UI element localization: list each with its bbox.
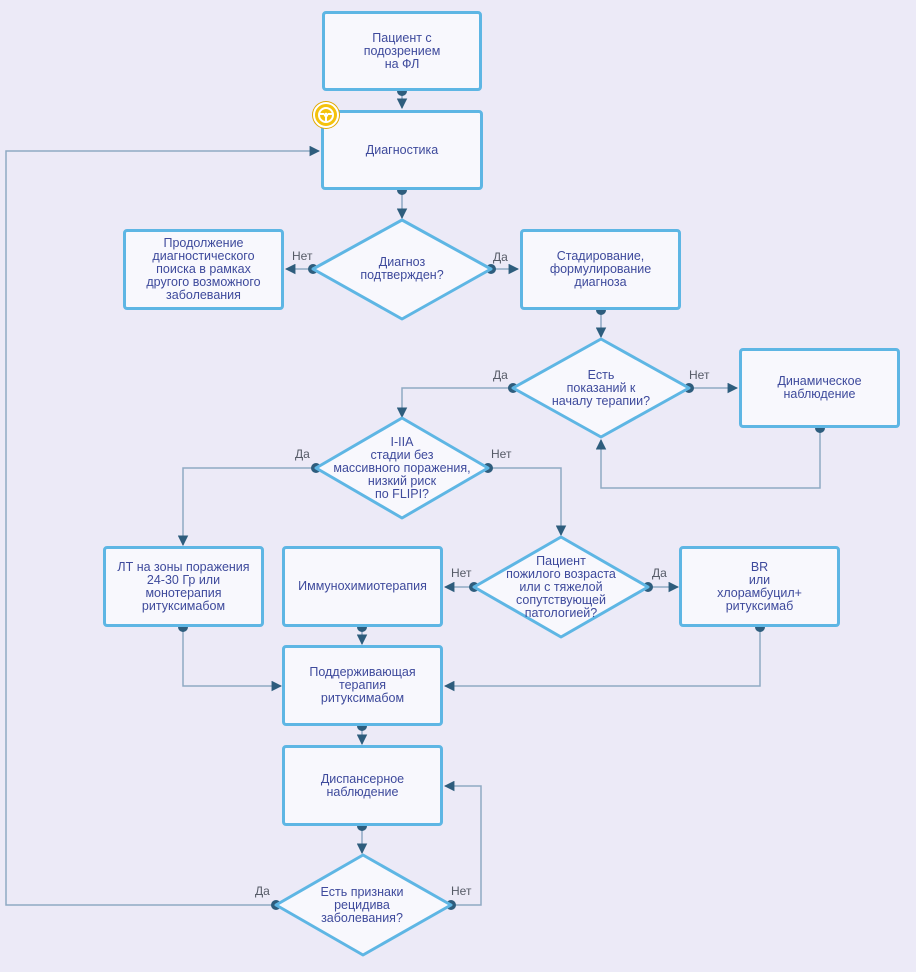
edge-label-diag-yes: Да	[493, 250, 508, 264]
decision-relapse-check	[274, 853, 453, 957]
node-start: Пациент с подозрением на ФЛ	[322, 11, 482, 91]
connector-therapy-yes	[396, 387, 513, 419]
connector-rt-maintenance	[182, 627, 283, 692]
decision-elderly-check-label: Пациент пожилого возраста или с тяжелой …	[506, 553, 616, 620]
connector-dynamic-loop	[595, 428, 821, 489]
connector-stage-yes	[177, 467, 316, 547]
edge-label-stage-no: Нет	[491, 447, 512, 461]
node-dynamic-observation: Динамическое наблюдение	[739, 348, 900, 428]
decision-stage-check	[314, 416, 490, 520]
edge-label-therapy-yes: Да	[493, 368, 508, 382]
decision-relapse-check-label: Есть признаки рецидива заболевания?	[320, 884, 404, 925]
connector-stage-no	[488, 467, 567, 537]
node-radiotherapy: ЛТ на зоны поражения 24-30 Гр или моноте…	[103, 546, 264, 627]
node-continue-search: Продолжение диагностического поиска в ра…	[123, 229, 284, 310]
node-br: BR или хлорамбуцил+ ритуксимаб	[679, 546, 840, 627]
decision-diag-confirmed-label: Диагноз подтвержден?	[360, 255, 444, 282]
steering-wheel-icon[interactable]	[313, 102, 339, 128]
edge-label-relapse-no: Нет	[451, 884, 472, 898]
node-immunochemotherapy: Иммунохимиотерапия	[282, 546, 443, 627]
edge-label-stage-yes: Да	[295, 447, 310, 461]
connector-br-maintenance	[443, 627, 761, 692]
decision-diag-confirmed	[311, 218, 493, 321]
node-diagnostics: Диагностика	[321, 110, 483, 190]
decision-therapy-indicated-label: Есть показаний к началу терапии?	[551, 367, 651, 408]
connector-relapse-yes	[5, 145, 321, 906]
edge-label-elderly-no: Нет	[451, 566, 472, 580]
decision-stage-check-label: I-IIA стадии без массивного поражения, н…	[333, 434, 471, 501]
connector-relapse-no	[443, 780, 482, 906]
steering-wheel-glyph	[318, 107, 334, 123]
decision-elderly-check	[472, 535, 650, 639]
decision-therapy-indicated	[511, 337, 691, 439]
node-dispensary: Диспансерное наблюдение	[282, 745, 443, 826]
edge-label-elderly-yes: Да	[652, 566, 667, 580]
node-staging: Стадирование, формулирование диагноза	[520, 229, 681, 310]
node-maintenance: Поддерживающая терапия ритуксимабом	[282, 645, 443, 726]
edge-label-relapse-yes: Да	[255, 884, 270, 898]
edge-label-diag-no: Нет	[292, 249, 313, 263]
edge-label-therapy-no: Нет	[689, 368, 710, 382]
